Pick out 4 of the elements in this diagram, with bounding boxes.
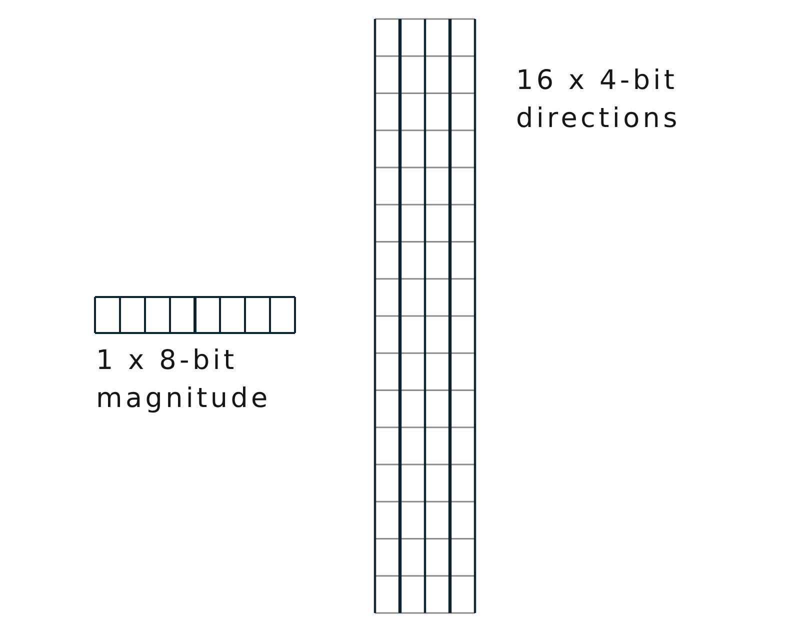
- bit-grid: [373, 17, 477, 615]
- grid-caption: 16 x 4-bit directions: [516, 64, 682, 136]
- bit-grid: [93, 295, 297, 335]
- grid-caption: 1 x 8-bit magnitude: [96, 344, 272, 416]
